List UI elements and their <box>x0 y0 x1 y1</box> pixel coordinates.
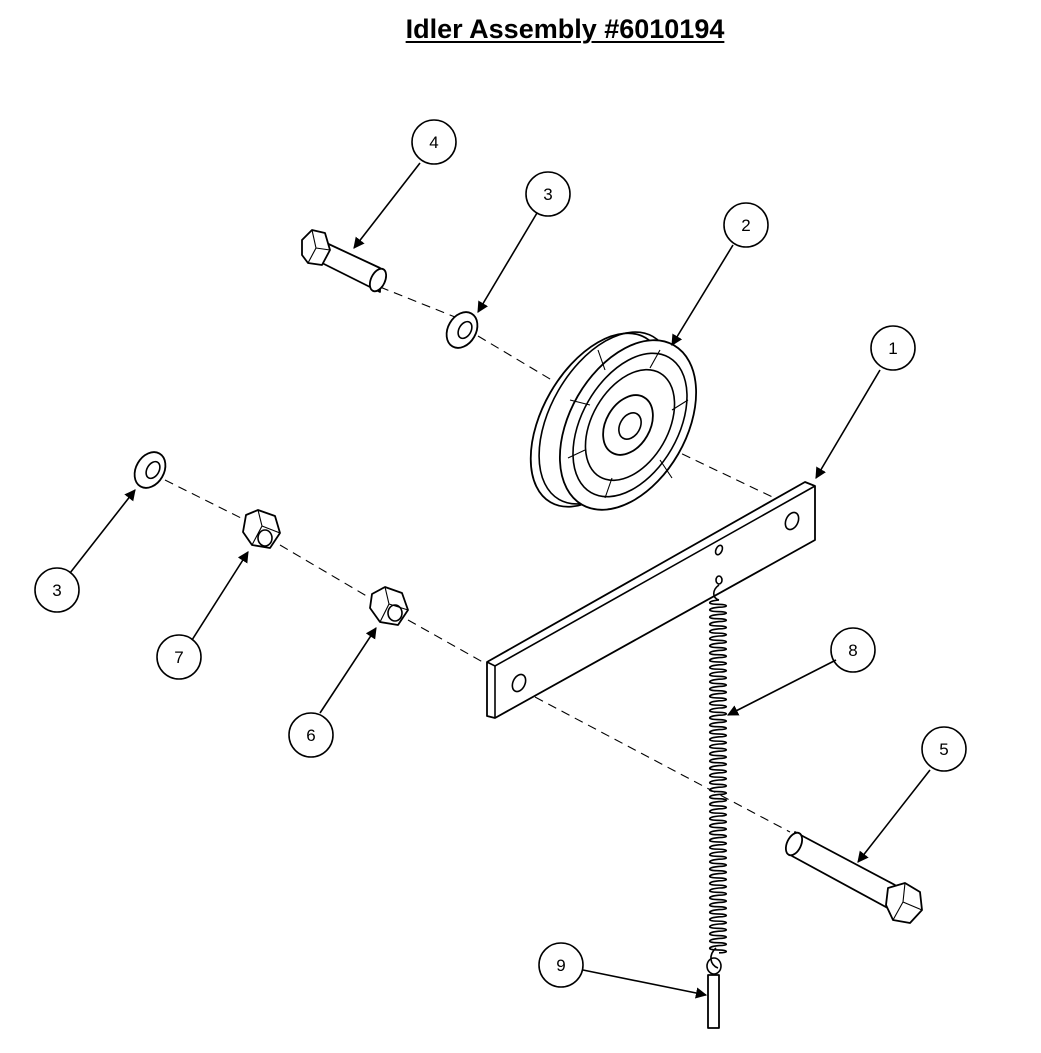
callout-5: 5 <box>921 726 967 772</box>
callout-6: 6 <box>288 712 334 758</box>
callout-3-upper: 3 <box>525 171 571 217</box>
spring-pin <box>706 957 722 1029</box>
callout-4-label: 4 <box>429 133 438 152</box>
hex-nut-7 <box>242 509 281 549</box>
callout-7: 7 <box>156 634 202 680</box>
short-bolt <box>301 229 388 293</box>
callout-2: 2 <box>723 202 769 248</box>
callout-9-label: 9 <box>556 956 565 975</box>
idler-arm-bar <box>486 481 816 719</box>
callout-1: 1 <box>870 325 916 371</box>
callout-8-label: 8 <box>848 641 857 660</box>
callout-5-label: 5 <box>939 740 948 759</box>
long-bolt <box>784 831 923 924</box>
callout-8: 8 <box>830 627 876 673</box>
callout-3-lower-label: 3 <box>52 581 61 600</box>
callout-balloons: 1 2 3 4 3 7 6 8 <box>34 119 967 988</box>
callout-3-upper-label: 3 <box>543 185 552 204</box>
callout-9: 9 <box>538 942 584 988</box>
callout-3-lower: 3 <box>34 567 80 613</box>
callout-4: 4 <box>411 119 457 165</box>
callout-7-label: 7 <box>174 648 183 667</box>
callout-1-label: 1 <box>888 339 897 358</box>
callout-2-label: 2 <box>741 216 750 235</box>
extension-spring <box>708 584 728 969</box>
callout-6-label: 6 <box>306 726 315 745</box>
page-title: Idler Assembly #6010194 <box>405 14 725 44</box>
leader-lines <box>69 162 931 999</box>
pulley <box>529 331 698 511</box>
washer-lower <box>133 451 167 489</box>
hex-nut-6 <box>369 586 409 626</box>
washer-upper <box>445 311 479 349</box>
